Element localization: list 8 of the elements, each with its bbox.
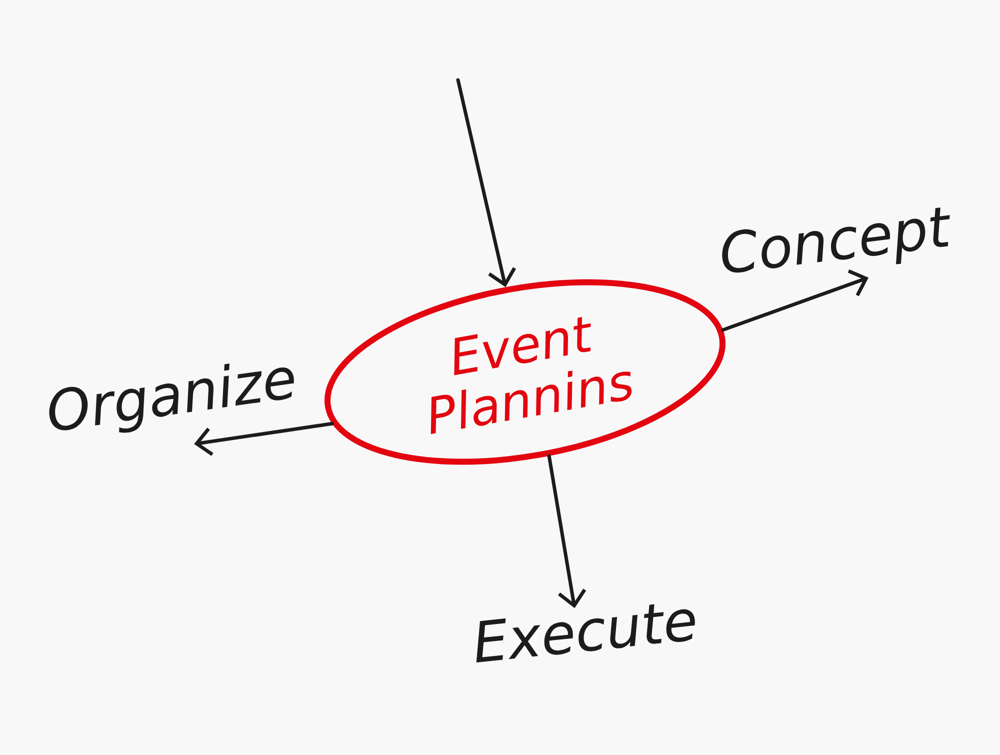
arrow xyxy=(456,78,516,288)
branch-word: Concept xyxy=(722,208,950,273)
branch-word: Organize xyxy=(49,364,294,433)
branch-word: Execute xyxy=(476,604,695,663)
arrow xyxy=(547,454,586,608)
circled-title: Event Plannins xyxy=(324,279,726,465)
arrow xyxy=(721,269,869,332)
arrow xyxy=(194,422,334,456)
